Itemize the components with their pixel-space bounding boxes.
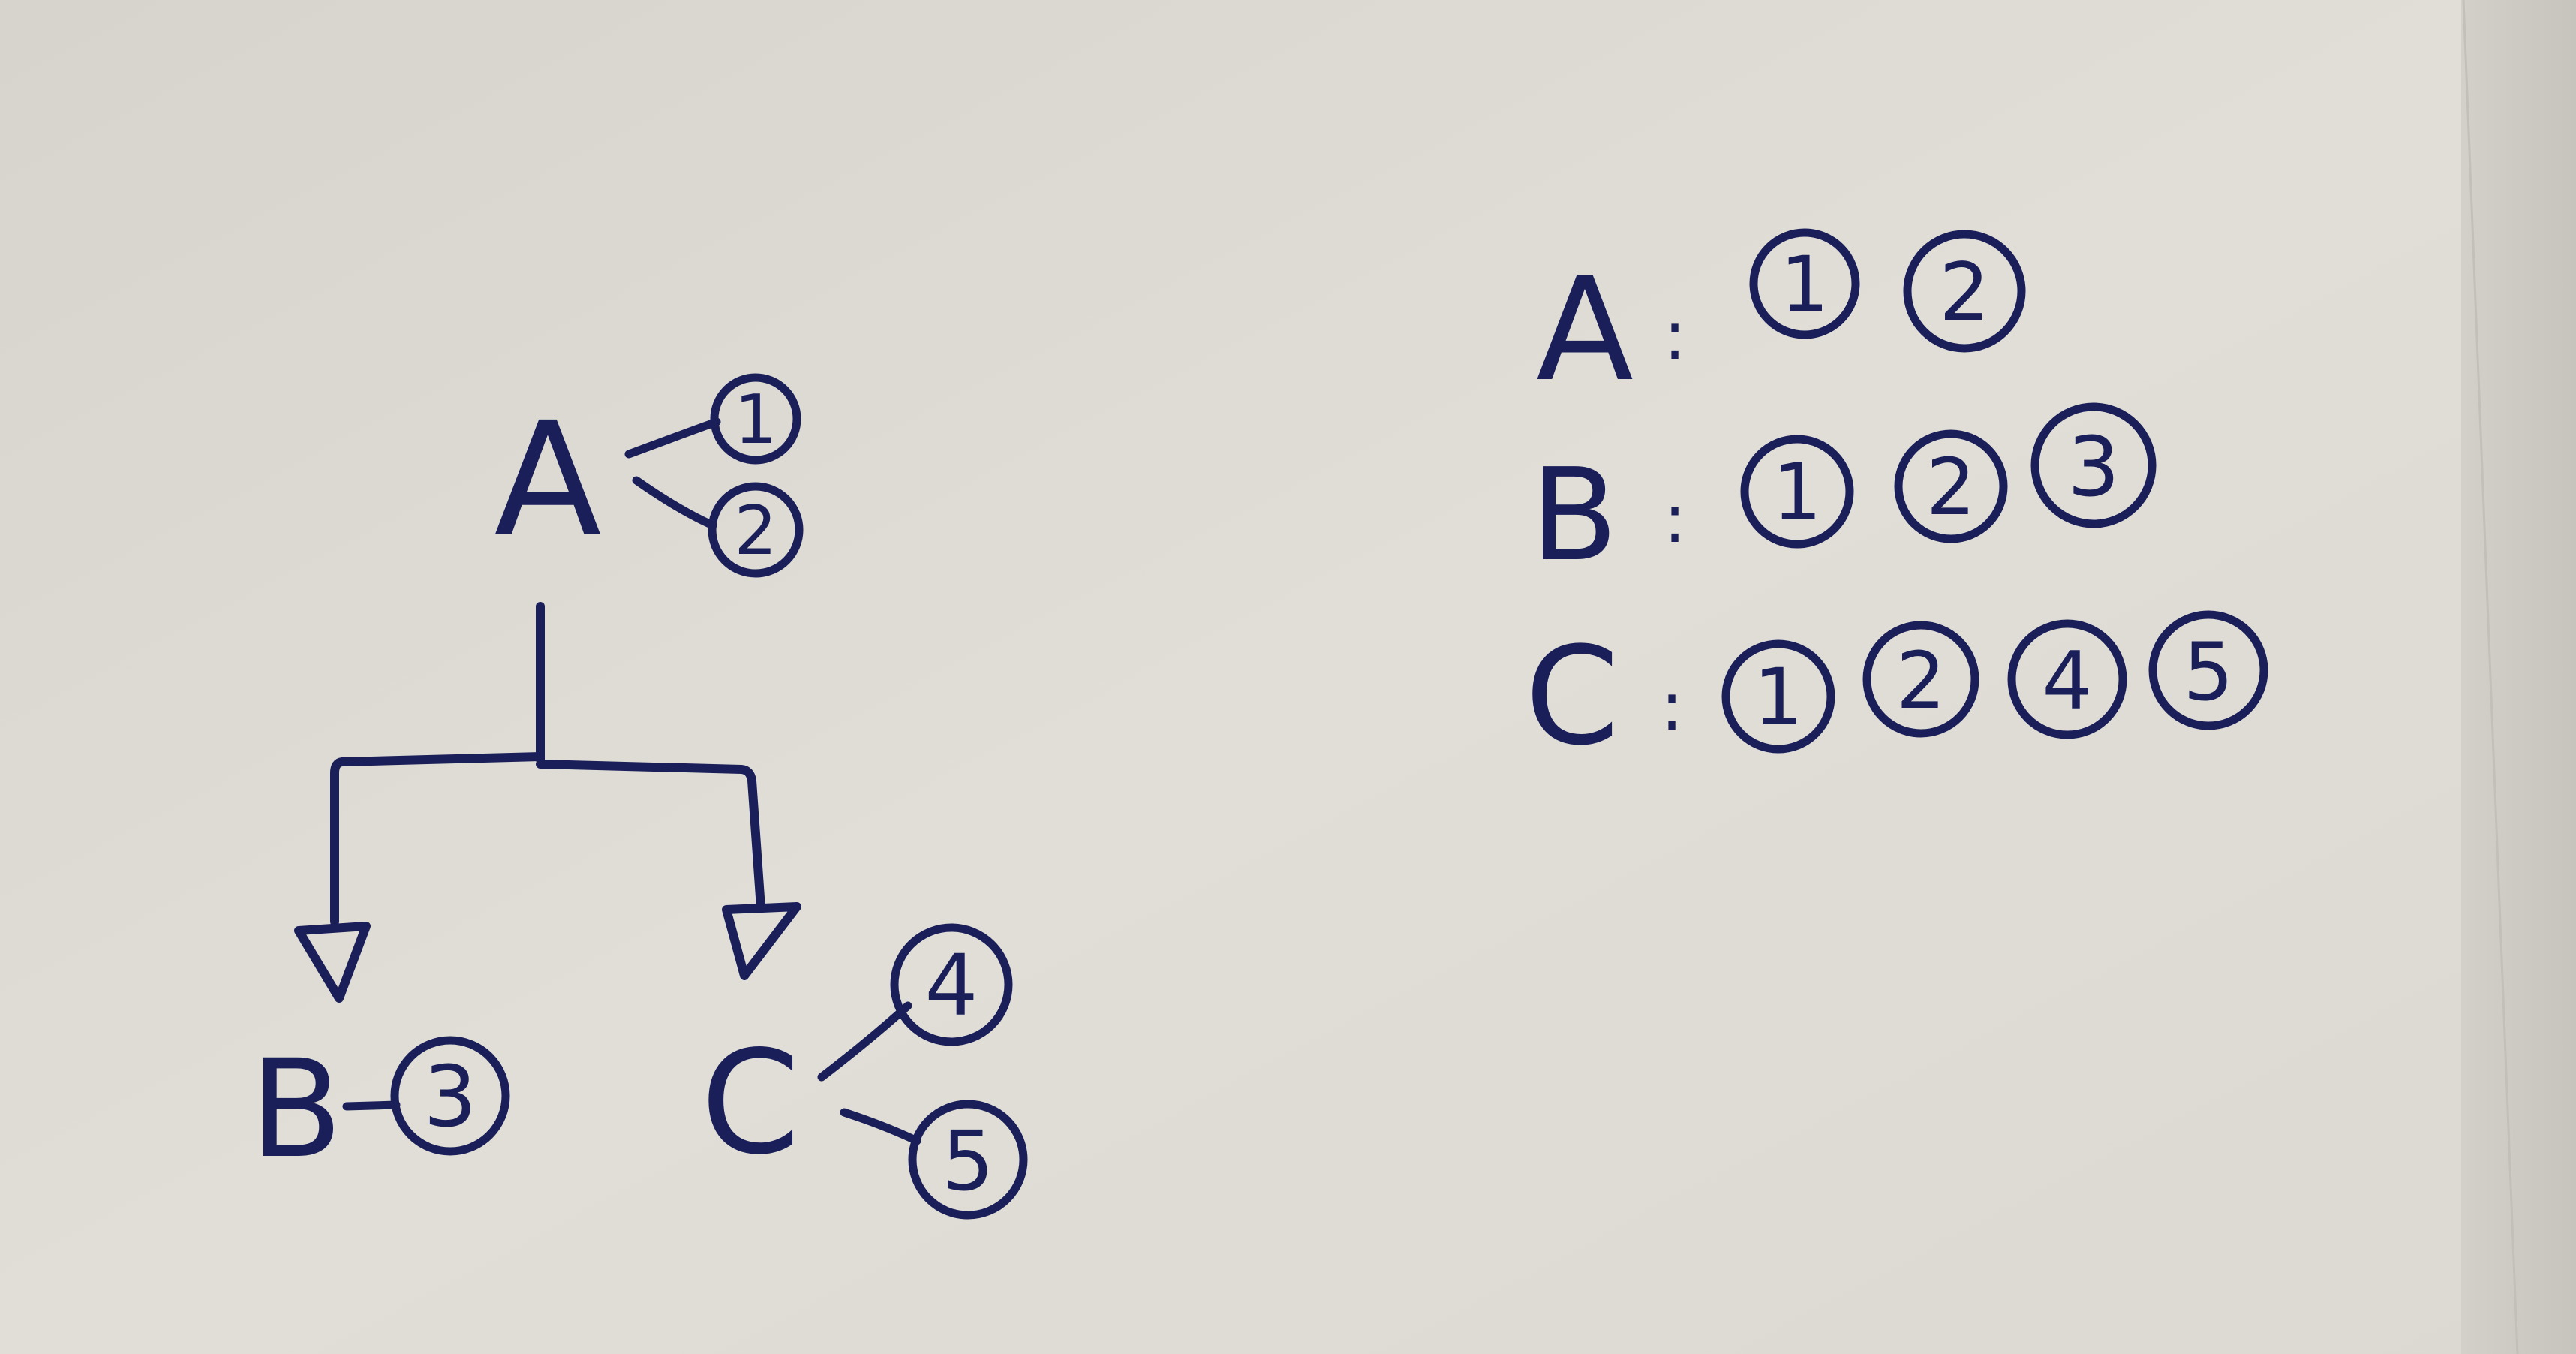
tree-child-c-item-4: 4 (890, 923, 1013, 1046)
item-circle (1903, 230, 2026, 353)
tree-child-b-item-3: 3 (390, 1036, 510, 1156)
item-number: 4 (2042, 635, 2092, 727)
tree-branch-left (330, 752, 545, 926)
item-circle (2030, 402, 2157, 528)
item-circle (1894, 429, 2008, 543)
tree-child-c-label: C (701, 1020, 801, 1186)
item-number: 1 (1772, 447, 1822, 538)
list-item: 2 (1903, 230, 2026, 353)
item-circle (708, 482, 804, 578)
tree-child-c-item-5: 5 (908, 1100, 1028, 1220)
item-number: 3 (2067, 419, 2120, 515)
list-row-a: A : 1 2 (1536, 228, 2026, 413)
item-circle (908, 1100, 1028, 1220)
tree-root-connector-2 (632, 476, 717, 530)
tree-branch-right (536, 760, 765, 913)
arrowhead-to-B (294, 922, 371, 1003)
item-circle (1862, 621, 1979, 738)
list-item: 1 (1749, 228, 1860, 339)
item-circle (390, 1036, 510, 1156)
list-item: 1 (1740, 435, 1854, 549)
list-row-label: C (1525, 618, 1619, 775)
list-item: 2 (1894, 429, 2008, 543)
list-row-b: B : 1 2 3 (1531, 402, 2157, 590)
list-item: 5 (2148, 610, 2268, 730)
list-item: 4 (2007, 619, 2127, 739)
list-item: 1 (1721, 639, 1835, 754)
tree-root-label: A (494, 388, 602, 572)
list-item: 3 (2030, 402, 2157, 528)
list-summary: A : 1 2 B : 1 2 3 (1525, 228, 2268, 775)
item-number: 2 (734, 492, 777, 570)
item-circle (710, 373, 801, 465)
item-number: 1 (1781, 240, 1829, 329)
list-row-c: C : 1 2 4 5 (1525, 610, 2268, 775)
item-number: 5 (2183, 626, 2233, 718)
list-row-label: B (1531, 441, 1619, 590)
paper-fold-line (2462, 0, 2519, 1354)
arrowhead-to-C (722, 902, 801, 980)
item-circle (1721, 639, 1835, 754)
item-circle (2007, 619, 2127, 739)
list-row-separator: : (1661, 667, 1683, 746)
tree-root-item-1: 1 (710, 373, 801, 465)
item-circle (2148, 610, 2268, 730)
list-row-label: A (1536, 247, 1634, 413)
tree-child-b-label: B (250, 1031, 343, 1188)
item-circle (890, 923, 1013, 1046)
item-number: 2 (1939, 246, 1989, 338)
paper-right-edge (2461, 0, 2576, 1354)
item-circle (1749, 228, 1860, 339)
item-circle (1740, 435, 1854, 549)
item-number: 2 (1896, 635, 1946, 727)
item-number: 1 (734, 381, 777, 459)
list-row-separator: : (1664, 296, 1686, 375)
tree-diagram: A 1 2 B 3 C 4 (250, 373, 1028, 1220)
tree-root-item-2: 2 (708, 482, 804, 578)
tree-child-b-connector (342, 1100, 401, 1111)
tree-child-c-connector-5 (840, 1108, 921, 1145)
item-number: 1 (1754, 651, 1803, 743)
item-number: 2 (1926, 441, 1976, 533)
item-number: 4 (924, 937, 978, 1035)
item-number: 3 (423, 1049, 476, 1146)
item-number: 5 (942, 1113, 994, 1209)
list-item: 2 (1862, 621, 1979, 738)
tree-root-connector-1 (624, 417, 721, 459)
list-row-separator: : (1664, 480, 1686, 558)
